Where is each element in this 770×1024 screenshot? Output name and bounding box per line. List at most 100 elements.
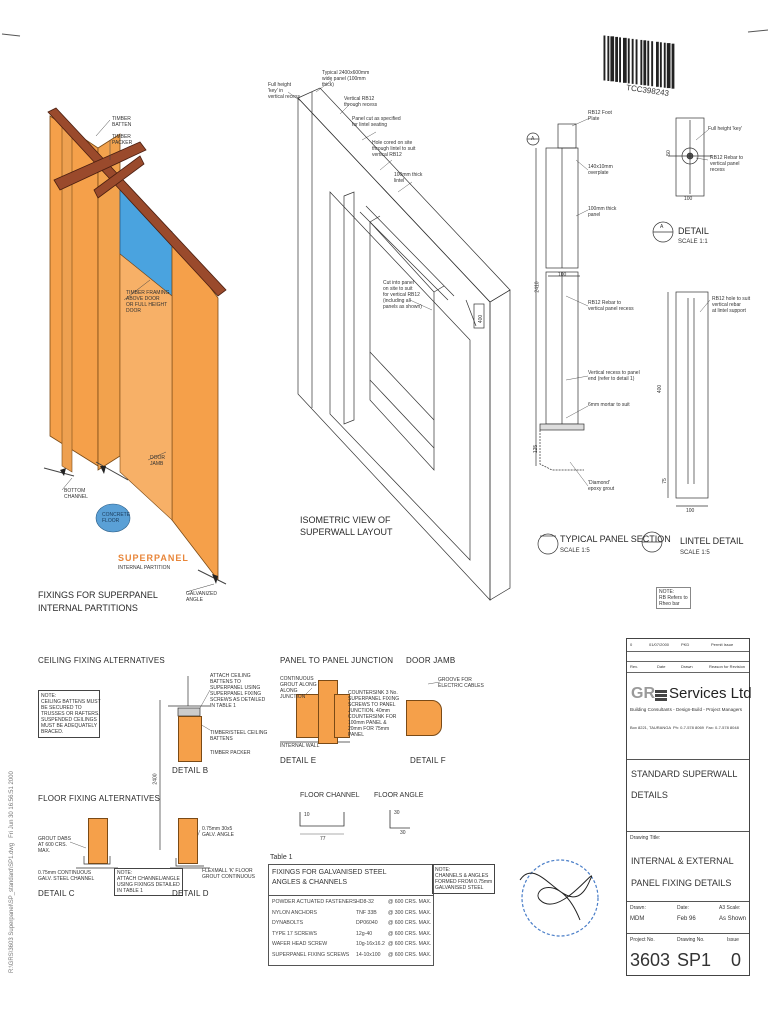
rev-h-reason: Reason for Revision — [709, 664, 746, 669]
company-contact: Box 8221, TAURANGA Ph: 0-7-578 8069 Fax:… — [630, 725, 739, 730]
barcode-bar — [640, 39, 643, 85]
door-jamb-label: GROOVE FOR ELECTRIC CABLES — [438, 677, 484, 689]
door-jamb-title: DOOR JAMB — [406, 656, 456, 665]
barcode-bar — [651, 41, 654, 87]
date-label: Date: — [677, 905, 689, 911]
barcode-bar — [663, 42, 666, 88]
rev-h-rev: Rev. — [630, 664, 638, 669]
ceiling-note: NOTE: CEILING BATTENS MUST BE SECURED TO… — [38, 690, 101, 738]
label-dim-125: 125 — [533, 444, 540, 454]
ceiling-label-attach: ATTACH CEILING BATTENS TO SUPERPANEL USI… — [210, 673, 266, 709]
label-bottom-channel: BOTTOM CHANNEL — [64, 488, 88, 500]
drawing-title: INTERNAL & EXTERNAL PANEL FIXING DETAILS — [631, 856, 734, 888]
project-no-label: Project No. — [630, 937, 655, 943]
typical-panel-section — [526, 117, 591, 555]
table1-row: TYPE 17 SCREWS 12g-40 @ 600 CRS. MAX. — [272, 931, 432, 942]
label-panel-100: 100mm thick panel — [588, 206, 617, 218]
detail-c-panel — [88, 818, 108, 864]
table1-type: TNF 33B — [356, 909, 377, 916]
table1-caption: Table 1 — [270, 854, 293, 861]
table1-row: NYLON ANCHORS TNF 33B @ 300 CRS. MAX. — [272, 910, 432, 921]
channel-profiles — [299, 810, 410, 835]
table1-type: 10g-16x16.2 — [356, 941, 385, 947]
company-tagline: Building Consultants - Design-Build - Pr… — [630, 707, 743, 712]
note-rheo-bar: NOTE: RB Refers to Rheo bar — [656, 587, 691, 609]
table1-fixing: TYPE 17 SCREWS — [272, 930, 317, 937]
angle-dim-30a: 30 — [394, 810, 400, 816]
project-title-cell: STANDARD SUPERWALL DETAILS — [627, 759, 749, 830]
channel-dim-77: 77 — [320, 836, 326, 842]
barcode-bar — [623, 37, 627, 83]
junction-label-internal: INTERNAL WALL — [280, 743, 320, 749]
channel-dim-10: 10 — [304, 812, 310, 818]
label-detail-a-key: Full height 'key' — [708, 126, 743, 132]
detail-d-title: DETAIL D — [172, 889, 209, 898]
floor-label-flexmall: FLEXMALL 'K' FLOOR GROUT CONTINUOUS — [202, 868, 255, 880]
scale-value: As Shown — [719, 916, 747, 922]
superwall-isometric — [287, 79, 511, 601]
junction-title: PANEL TO PANEL JUNCTION — [280, 656, 394, 665]
section-title: TYPICAL PANEL SECTION — [560, 534, 671, 544]
table1-fixing: POWDER ACTUATED FASTENERS — [272, 899, 357, 905]
label-lintel-400: 400 — [657, 384, 664, 394]
label-overplate: 140x10mm overplate — [588, 164, 613, 176]
table1-type: DP06040 — [356, 920, 378, 926]
label-lintel-hole: RB12 hole to suit vertical rebar at lint… — [712, 296, 751, 314]
section-scale: SCALE 1:5 — [560, 548, 590, 554]
company-logo: GR — [631, 685, 655, 702]
table1: FIXINGS FOR GALVANISED STEEL ANGLES & CH… — [268, 864, 434, 966]
label-dim-100-section: 100 — [558, 272, 567, 278]
lintel-detail-drawing — [641, 291, 711, 553]
table1-type: 12g-40 — [356, 930, 373, 937]
table1-spacing: @ 300 CRS. MAX. — [388, 909, 432, 916]
label-lintel-75: 75 — [661, 478, 668, 484]
rev-drawn: PKD — [681, 642, 690, 647]
drawing-no: SP1 — [677, 950, 712, 970]
meta-row-2: Project No. 3603 Drawing No. SP1 Issue 0 — [627, 933, 749, 975]
signature-stamp — [519, 859, 599, 937]
rev-date: 01/07/2000 — [649, 642, 670, 647]
company-logo-grid — [655, 689, 667, 701]
drawn-value: MDM — [630, 916, 645, 922]
table1-note: NOTE: CHANNELS & ANGLES FORMED FROM 0.75… — [432, 864, 496, 894]
detail-e-panel-right — [334, 694, 350, 738]
label-door-jamb: DOOR JAMB — [150, 455, 165, 467]
barcode-bar — [619, 37, 621, 83]
rev-h-drawn: Drawn — [681, 664, 693, 669]
table1-spacing: @ 600 CRS. MAX. — [388, 930, 432, 937]
barcode-bar — [656, 41, 659, 87]
label-dim-2410: 2410 — [534, 281, 541, 293]
barcode-bar — [666, 43, 671, 89]
barcode-bar — [671, 43, 675, 89]
table1-fixing: WAFER HEAD SCREW — [272, 941, 328, 947]
company-block: GR Services Ltd Building Consultants - D… — [627, 677, 752, 735]
label-concrete-floor: CONCRETE FLOOR — [102, 512, 131, 524]
detail-e-title: DETAIL E — [280, 756, 317, 765]
issue-label: Issue — [727, 937, 739, 943]
barcode-bar — [631, 38, 634, 84]
detail-f-title: DETAIL F — [410, 756, 446, 765]
floor-label-angle: 0.75mm 30x5 GALV. ANGLE — [202, 826, 234, 838]
label-vertical-rb12: Vertical RB12 through recess — [344, 96, 378, 108]
table1-type: HD8-32 — [356, 899, 374, 905]
meta-row-1: Drawn: MDM Date: Feb 96 A3 Scale: As Sho… — [627, 901, 749, 932]
angle-dim-30b: 30 — [400, 830, 406, 836]
rev-num: 0 — [630, 642, 633, 647]
table1-fixing: NYLON ANCHORS — [272, 909, 317, 916]
label-rb12-foot-plate: RB12 Foot Plate — [588, 110, 612, 122]
barcode-bar — [659, 42, 662, 88]
table1-fixing: SUPERPANEL FIXING SCREWS — [272, 951, 350, 958]
label-hole-cored: Hole cored on site through lintel to sui… — [372, 140, 416, 158]
rev-h-date: Date — [657, 664, 666, 669]
label-detail-a-rebar: RB12 Rebar to vertical panel recess — [710, 155, 744, 173]
barcode-bar — [610, 36, 615, 82]
table1-title-rule — [269, 895, 433, 896]
floor-label-channel: 0.75mm CONTINUOUS GALV. STEEL CHANNEL — [38, 870, 95, 882]
barcode-bar — [647, 40, 650, 86]
table1-title: FIXINGS FOR GALVANISED STEEL ANGLES & CH… — [272, 869, 387, 886]
ceiling-label-timber: TIMBER/STEEL CEILING BATTENS — [210, 730, 268, 742]
